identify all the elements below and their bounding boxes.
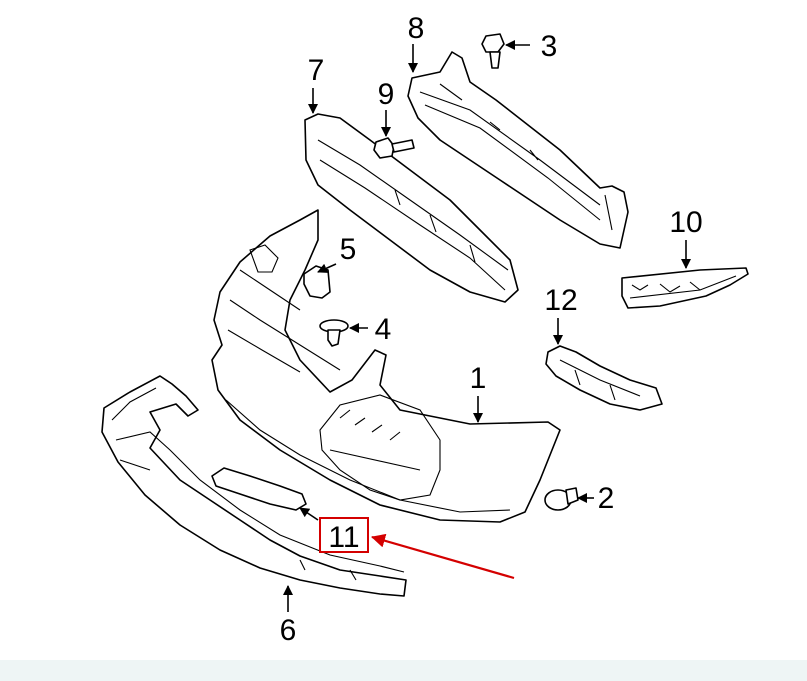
leader-5 [317, 263, 337, 273]
highlight-arrow [371, 533, 515, 580]
part-10-bracket [621, 267, 749, 309]
leader-11 [299, 507, 319, 521]
callout-5: 5 [340, 233, 357, 266]
callout-8: 8 [408, 12, 425, 45]
part-2-push-pin [544, 487, 579, 511]
part-5-clip [303, 265, 331, 299]
callout-4: 4 [375, 313, 392, 346]
part-6-lower-spoiler [101, 375, 407, 597]
part-8-reinforcement-beam [407, 51, 629, 249]
highlight-annotation [319, 517, 515, 580]
callout-11: 11 [328, 521, 359, 554]
part-11-fog-cover [211, 467, 307, 511]
footer-bar [0, 660, 807, 681]
callout-2: 2 [598, 482, 615, 515]
part-7-energy-absorber [304, 113, 519, 303]
callout-12: 12 [544, 284, 577, 317]
highlight-box [319, 517, 369, 553]
part-3-bolt [481, 33, 505, 69]
part-12-bracket [545, 345, 663, 411]
callout-3: 3 [541, 30, 558, 63]
callout-7: 7 [308, 54, 325, 87]
callout-6: 6 [280, 614, 297, 647]
bumper-parts-diagram: 1 2 3 4 5 6 7 8 9 10 11 12 [101, 12, 749, 647]
part-4-push-pin [319, 319, 349, 347]
callout-10: 10 [669, 206, 702, 239]
leader-lines [283, 40, 691, 612]
part-9-bolt [373, 137, 415, 159]
part-1-bumper-cover [211, 209, 561, 523]
callout-1: 1 [470, 362, 487, 395]
callout-9: 9 [378, 78, 395, 111]
